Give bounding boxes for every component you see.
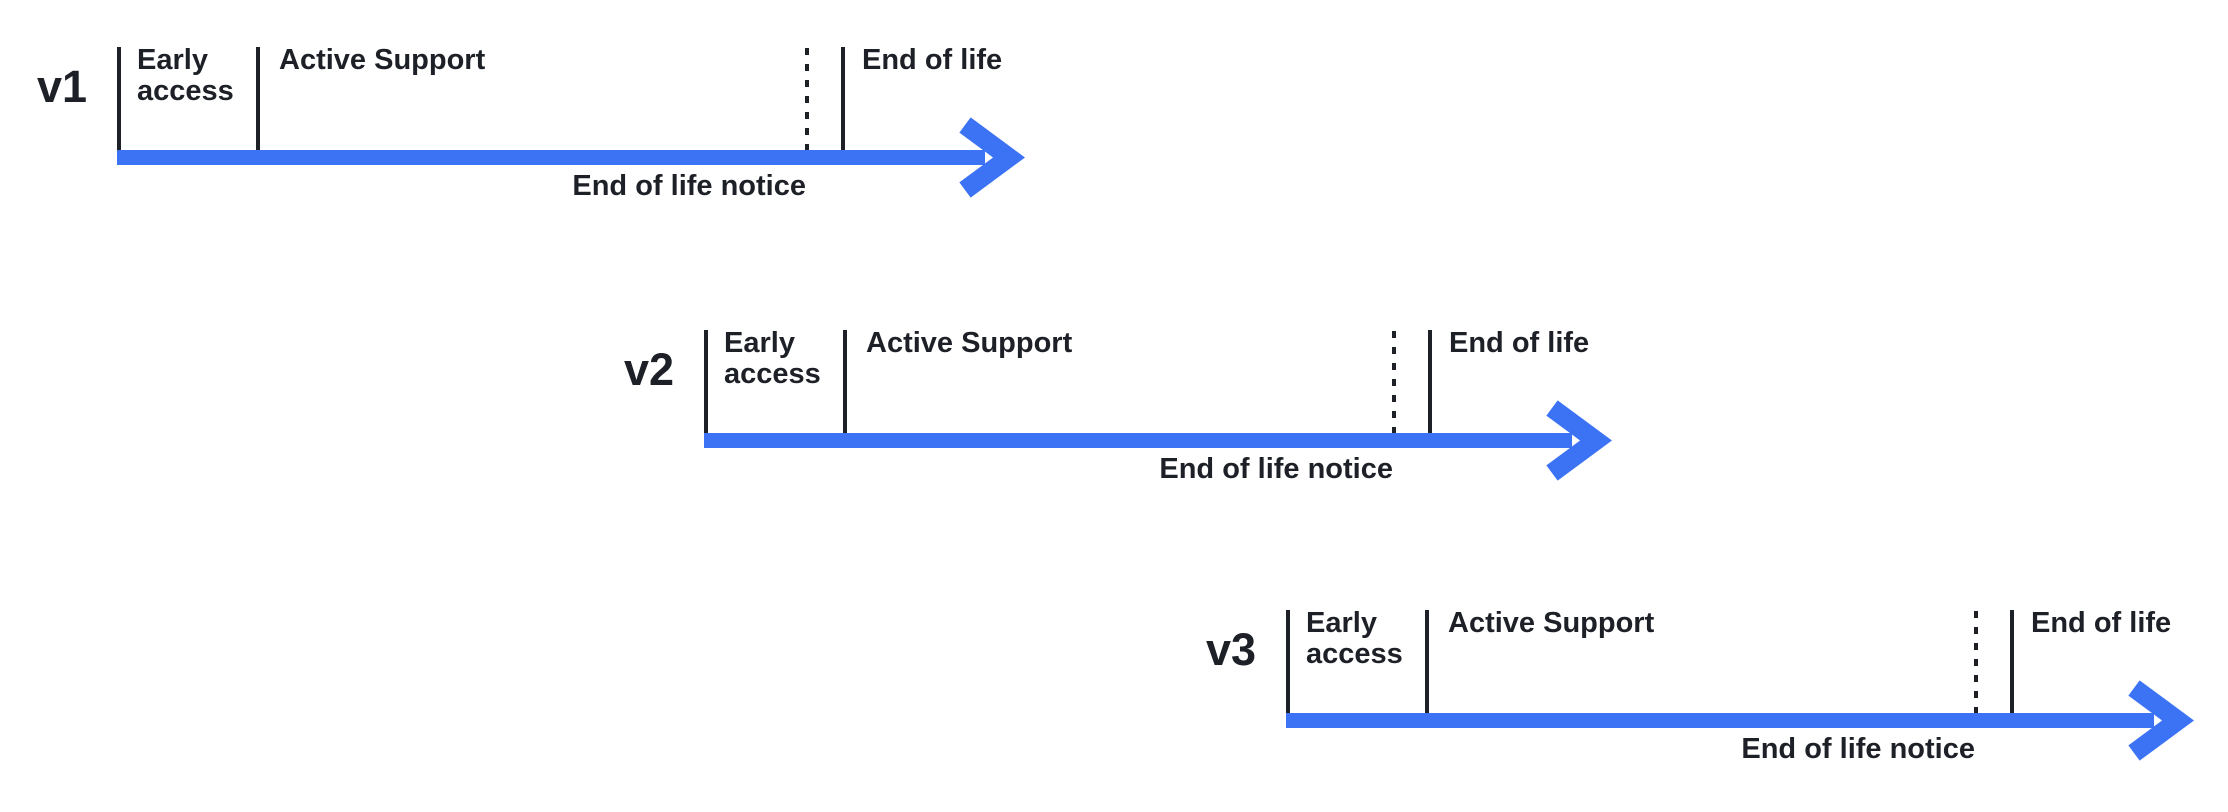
early-access-start-tick: [704, 330, 708, 433]
eol-notice-label: End of life notice: [1159, 453, 1393, 485]
active-support-start-tick: [1425, 610, 1429, 713]
eol-notice-dashed-tick: [1974, 611, 1978, 713]
version-label: v1: [36, 61, 87, 112]
end-of-life-tick: [2010, 610, 2014, 713]
active-support-label: Active Support: [1448, 607, 1655, 639]
eol-notice-dashed-tick: [1392, 331, 1396, 433]
end-of-life-tick: [841, 47, 845, 150]
eol-notice-dashed-tick: [805, 48, 809, 150]
arrow-head-icon: [1534, 396, 1630, 486]
active-support-label: Active Support: [866, 327, 1073, 359]
version-label: v2: [623, 344, 674, 395]
arrow-head-icon: [2116, 676, 2212, 766]
timeline-v1: v1 Early access Active Support End of li…: [37, 44, 1217, 287]
early-access-start-tick: [117, 47, 121, 150]
active-support-start-tick: [843, 330, 847, 433]
eol-notice-label: End of life notice: [572, 170, 806, 202]
early-access-start-tick: [1286, 610, 1290, 713]
end-of-life-tick: [1428, 330, 1432, 433]
active-support-label: Active Support: [279, 44, 486, 76]
early-access-label: Early access: [1306, 607, 1403, 670]
end-of-life-label: End of life: [2031, 607, 2172, 639]
timeline-v3: v3 Early access Active Support End of li…: [1206, 607, 2228, 812]
timeline-arrow-shaft: [1286, 713, 2154, 728]
timeline-arrow-shaft: [704, 433, 1572, 448]
version-label: v3: [1205, 624, 1256, 675]
early-access-label: Early access: [724, 327, 821, 390]
eol-notice-label: End of life notice: [1741, 733, 1975, 765]
timeline-v2: v2 Early access Active Support End of li…: [624, 327, 1804, 570]
arrow-head-icon: [947, 113, 1043, 203]
end-of-life-label: End of life: [862, 44, 1003, 76]
end-of-life-label: End of life: [1449, 327, 1590, 359]
early-access-label: Early access: [137, 44, 234, 107]
timeline-arrow-shaft: [117, 150, 985, 165]
active-support-start-tick: [256, 47, 260, 150]
